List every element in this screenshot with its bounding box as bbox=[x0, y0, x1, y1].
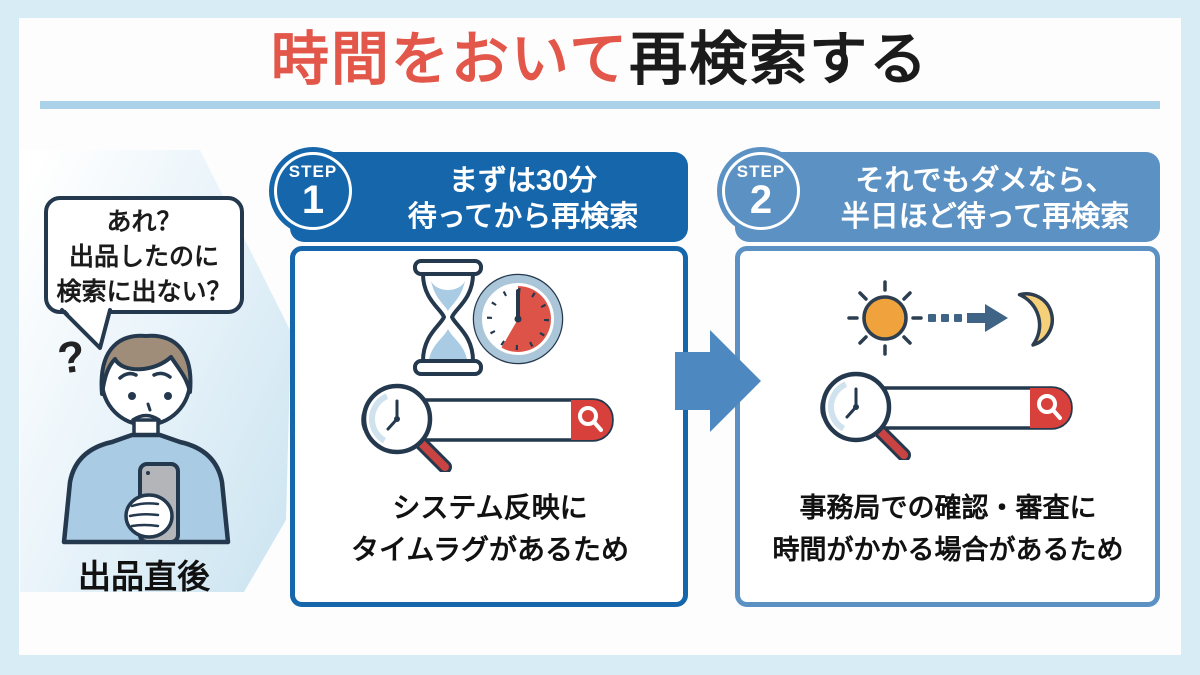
step-1-badge: STEP 1 bbox=[269, 147, 357, 235]
flow-right-arrow-icon bbox=[675, 330, 761, 432]
step-2-reason-line: 時間がかかる場合があるため bbox=[772, 535, 1124, 565]
sun-rays bbox=[847, 280, 923, 356]
step-2-reason-line: 事務局での確認・審査に bbox=[799, 493, 1097, 523]
speech-bubble-line: 出品したのに bbox=[68, 243, 219, 271]
speech-bubble-tail bbox=[60, 306, 112, 350]
step-1-reason-line: システム反映に bbox=[392, 492, 588, 523]
moon-icon bbox=[1017, 292, 1054, 347]
person-with-smartphone-icon bbox=[61, 333, 231, 545]
page-title: 時間をおいて再検索する bbox=[0, 24, 1200, 96]
step-2-title: それでもダメなら、 半日ほど待って再検索 bbox=[815, 163, 1155, 235]
step-2-title-line: 半日ほど待って再検索 bbox=[840, 201, 1130, 233]
step-2-reason: 事務局での確認・審査に 時間がかかる場合があるため bbox=[742, 487, 1154, 571]
step-2-title-line: それでもダメなら、 bbox=[855, 165, 1115, 197]
left-caption: 出品直後 bbox=[78, 558, 210, 595]
step-1-title: まずは30分 待ってから再検索 bbox=[364, 163, 682, 235]
title-underline bbox=[40, 101, 1160, 109]
magnifier-search-bar-icon bbox=[361, 383, 614, 472]
page-title-rest: 再検索する bbox=[629, 27, 930, 92]
page-title-accent: 時間をおいて bbox=[270, 27, 630, 92]
speech-bubble-line: 検索に出ない？ bbox=[56, 278, 232, 306]
badge-ring bbox=[722, 152, 800, 230]
step-1-reason-line: タイムラグがあるため bbox=[350, 534, 630, 565]
step-1-reason: システム反映に タイムラグがあるため bbox=[300, 487, 680, 571]
sun-to-moon-icon bbox=[847, 280, 1054, 356]
step-2-header: それでもダメなら、 半日ほど待って再検索 bbox=[735, 152, 1160, 242]
speech-bubble-line: あれ？ bbox=[106, 208, 182, 236]
step-1-title-line: まずは30分 bbox=[448, 165, 598, 197]
step-2-badge: STEP 2 bbox=[717, 147, 805, 235]
hourglass-clock-icon bbox=[413, 259, 564, 376]
sun-icon bbox=[862, 295, 908, 341]
magnifier-search-bar-icon bbox=[820, 371, 1073, 460]
dashed-arrow-icon bbox=[928, 304, 1008, 332]
step-1-title-line: 待ってから再検索 bbox=[407, 201, 639, 233]
badge-ring bbox=[274, 152, 352, 230]
speech-bubble: あれ？ 出品したのに 検索に出ない？ bbox=[44, 196, 244, 314]
